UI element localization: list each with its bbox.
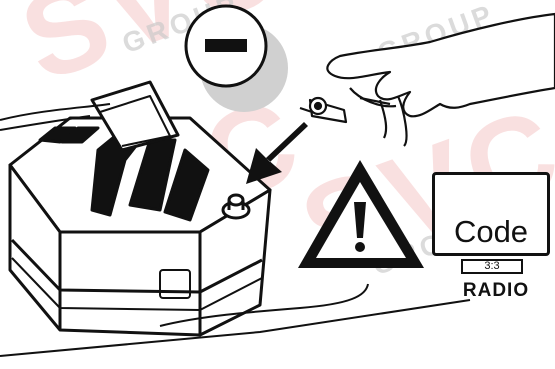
arrow-icon	[246, 122, 308, 184]
code-label: Code	[435, 215, 547, 249]
battery-illustration	[0, 82, 270, 335]
radio-label: RADIO	[452, 280, 540, 302]
code-display: 3:3	[461, 259, 523, 274]
radio-code-panel: Code	[432, 172, 550, 256]
hand-illustration	[300, 14, 555, 146]
minus-terminal-icon	[186, 6, 288, 112]
